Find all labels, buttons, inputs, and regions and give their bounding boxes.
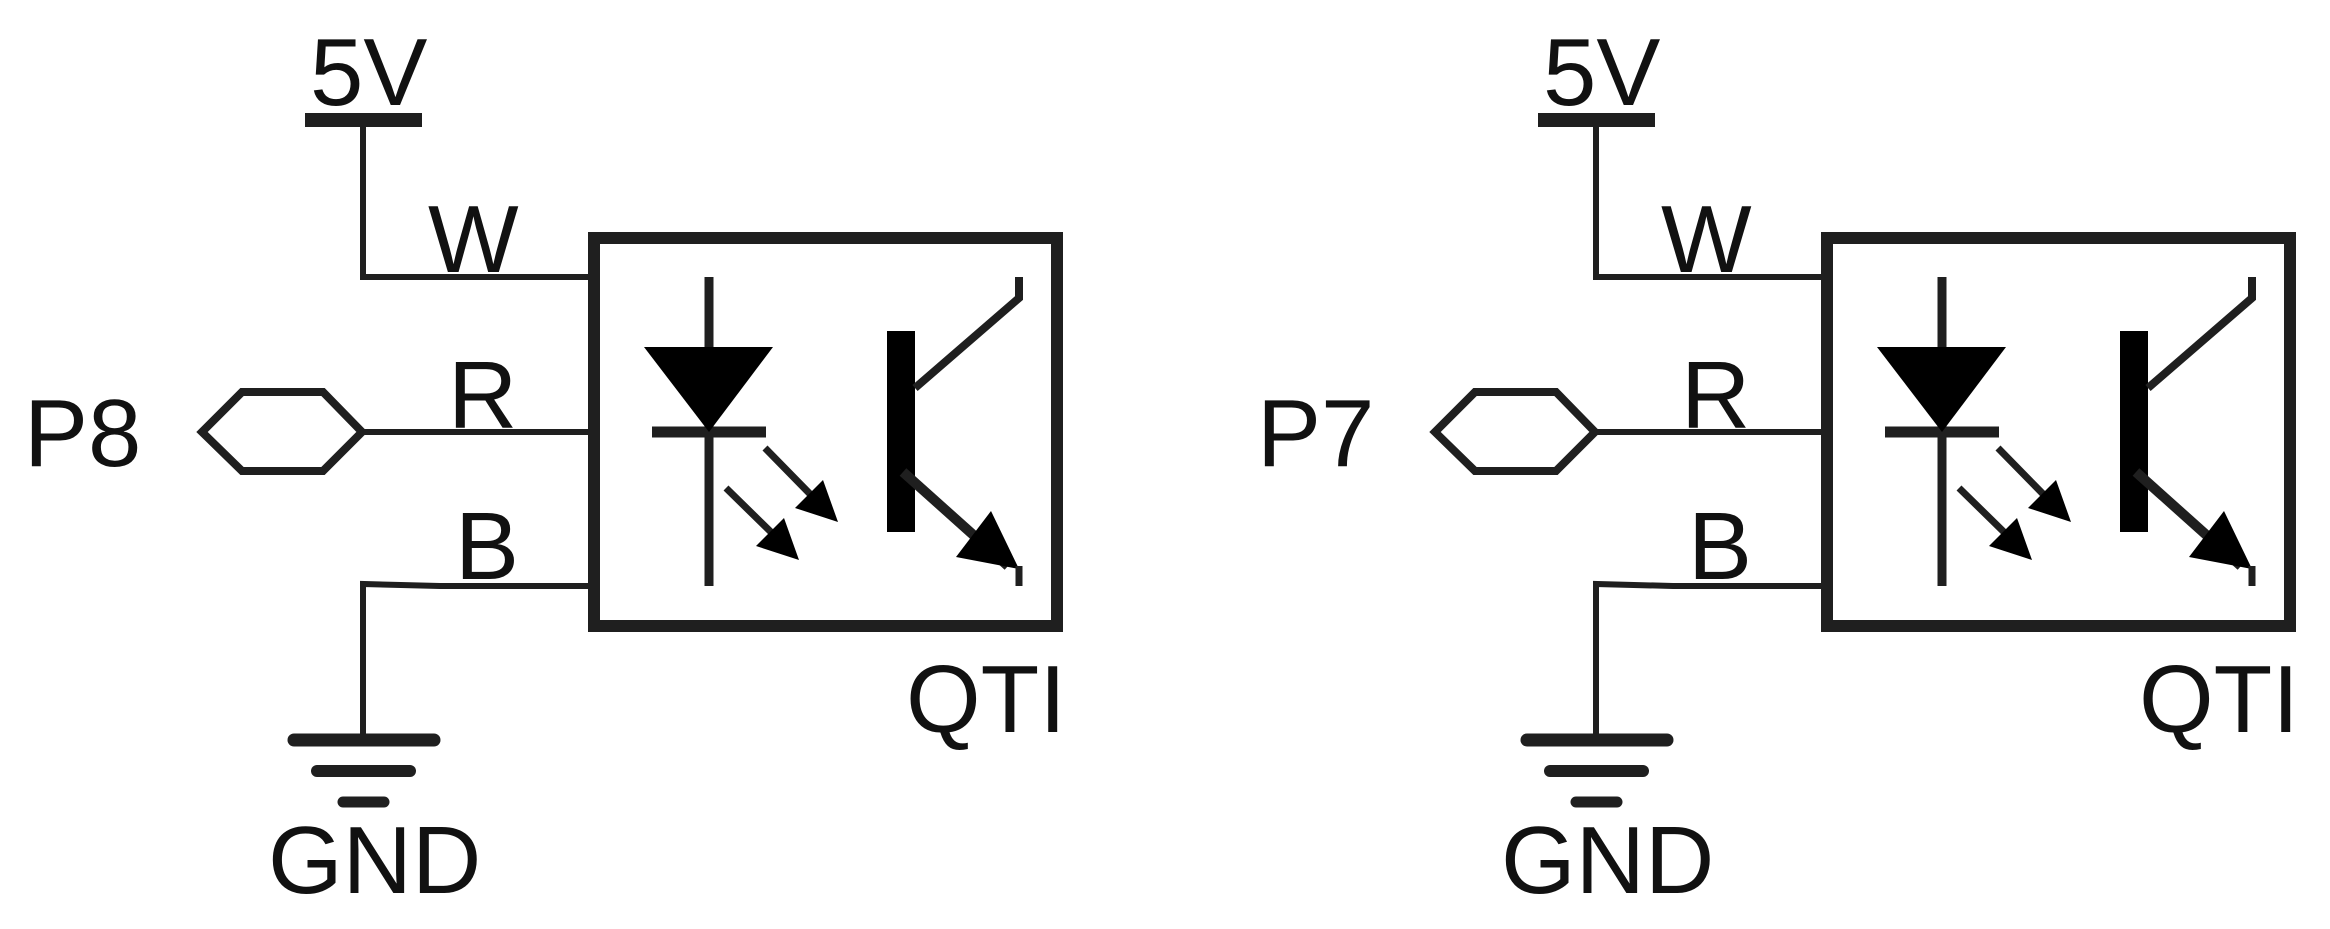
- pin-label: P7: [1257, 380, 1374, 487]
- ground-label: GND: [268, 807, 481, 914]
- wire-label-red: R: [1681, 342, 1750, 449]
- pin-label: P8: [24, 380, 141, 487]
- component-label: QTI: [906, 646, 1066, 753]
- ground-label: GND: [1501, 807, 1714, 914]
- wire-label-red: R: [448, 342, 517, 449]
- qti-circuit-right: 5V W R B P7 QTI GND: [1257, 19, 2299, 914]
- wire-label-white: W: [1661, 186, 1752, 293]
- supply-label: 5V: [310, 19, 427, 126]
- wire-label-black: B: [455, 493, 519, 600]
- wire-label-white: W: [428, 186, 519, 293]
- supply-label: 5V: [1543, 19, 1660, 126]
- qti-circuit-left: 5V W R B P8 QTI GND: [24, 19, 1066, 914]
- wire-label-black: B: [1688, 493, 1752, 600]
- component-label: QTI: [2139, 646, 2299, 753]
